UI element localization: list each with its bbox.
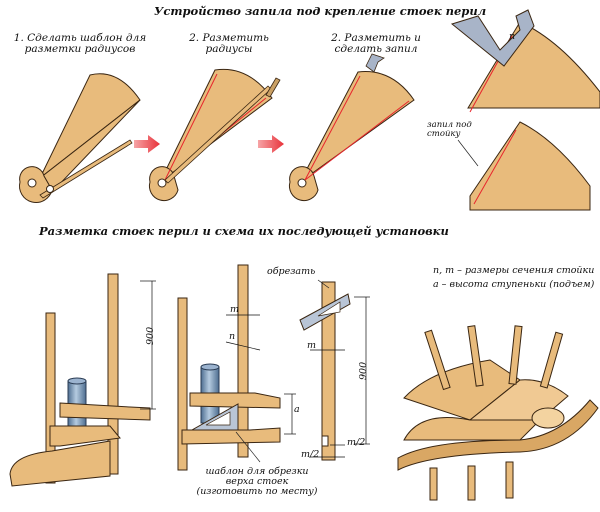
detail-bottom-red-line	[473, 129, 517, 205]
step1-caption-line1: 1. Сделать шаблон для	[13, 32, 147, 44]
detail-top-square	[450, 9, 600, 113]
label-n-top: n	[509, 31, 516, 42]
label-obrezat: обрезать	[267, 266, 316, 277]
template-caption-line1: шаблон для обрезки	[205, 466, 309, 477]
spiral-post-5	[429, 467, 438, 501]
label-m2-b: m/2	[301, 449, 320, 460]
zapil-leader	[457, 139, 479, 167]
step-upper-left	[59, 402, 151, 421]
legend-line1: n, m – размеры сечения стойки	[433, 265, 595, 276]
detail-bottom-wedge	[469, 121, 591, 211]
label-m-middle: m	[230, 304, 240, 315]
detail-top-steel-square	[450, 9, 535, 67]
step1-wedge	[39, 73, 141, 179]
spiral-overview	[397, 325, 599, 501]
step2-drawing	[148, 68, 281, 202]
assembly-left	[9, 273, 156, 487]
step3-red-radius-1	[304, 75, 361, 181]
label-900-right: 900	[358, 361, 369, 380]
template-caption-line2: верха стоек	[225, 475, 289, 487]
step3-red-radius-2	[304, 100, 410, 181]
label-m2-a: m/2	[347, 437, 366, 448]
post-short-middle	[177, 297, 188, 471]
label-a: a	[294, 404, 300, 415]
post-single-notch	[321, 435, 329, 447]
step2-ring-hole	[157, 178, 167, 188]
spiral-post-3	[508, 325, 523, 385]
spiral-post-6	[467, 465, 476, 501]
template-caption-line3: (изготовить по месту)	[196, 485, 318, 497]
legend-line2: a – высота ступеньки (подъем)	[433, 279, 595, 290]
step-mid-left	[49, 425, 121, 447]
step2-pencil	[265, 77, 281, 98]
title-top: Устройство запила под крепление стоек пе…	[154, 4, 487, 18]
step1-caption: 1. Сделать шаблон для разметки радиусов	[0, 32, 160, 56]
post-tall-middle	[237, 264, 249, 458]
step2-red-radius-1	[164, 73, 218, 181]
step3-caption-line2: сделать запил	[334, 43, 418, 56]
detail-bottom-zapil	[457, 121, 591, 211]
zapil-label-line2: стойку	[427, 128, 461, 139]
step2-wedge	[159, 68, 273, 183]
step-lower-middle	[181, 427, 281, 445]
label-n-middle: n	[229, 331, 236, 342]
pipe-left-top	[67, 377, 87, 385]
zapil-label: запил под стойку	[427, 121, 472, 139]
step1-caption-line2: разметки радиусов	[24, 43, 136, 56]
step3-square-tool	[365, 53, 385, 73]
post-single	[299, 279, 370, 461]
dim-n-middle	[225, 341, 261, 351]
post-single-body	[321, 281, 336, 461]
step2-caption: 2. Разметить радиусы	[184, 32, 274, 56]
spiral-tread-1	[403, 359, 521, 421]
spiral-post-7	[505, 461, 514, 499]
step2-caption-line1: 2. Разметить	[189, 32, 269, 44]
step1-stick-hole	[46, 185, 54, 193]
pipe-middle-top	[200, 363, 220, 371]
label-m-single: m	[307, 340, 317, 351]
spiral-post-2	[467, 325, 484, 387]
step3-wedge	[299, 71, 415, 183]
step3-caption: 2. Разметить и сделать запил	[326, 32, 426, 56]
spiral-tread-3	[403, 417, 542, 441]
arrow-step1-to-step2	[134, 135, 160, 153]
template-caption: шаблон для обрезки верха стоек (изготови…	[182, 467, 332, 497]
spiral-post-4	[539, 331, 564, 389]
post-tall-left	[107, 273, 119, 475]
step3-ring-hole	[297, 178, 307, 188]
step3-drawing	[288, 53, 415, 202]
step-upper-middle	[189, 392, 281, 409]
spiral-post-1	[424, 329, 451, 391]
zapil-label-line1: запил под	[427, 120, 472, 130]
title-bottom: Разметка стоек перил и схема их последую…	[39, 224, 449, 238]
step1-template-drawing	[19, 73, 141, 203]
obrezat-leader	[317, 279, 330, 289]
step3-caption-line1: 2. Разметить и	[331, 32, 421, 44]
spiral-core	[531, 407, 565, 429]
step2-caption-line2: радиусы	[205, 43, 253, 56]
step1-stick	[39, 139, 133, 199]
step-low-left	[9, 440, 111, 487]
step1-ring-hole	[27, 178, 37, 188]
arrow-step2-to-step3	[258, 135, 284, 153]
label-900-left: 900	[145, 326, 156, 345]
assembly-middle	[177, 264, 296, 471]
template-leader	[235, 431, 261, 463]
post-short-left	[45, 312, 56, 484]
spiral-handrail	[397, 399, 599, 471]
